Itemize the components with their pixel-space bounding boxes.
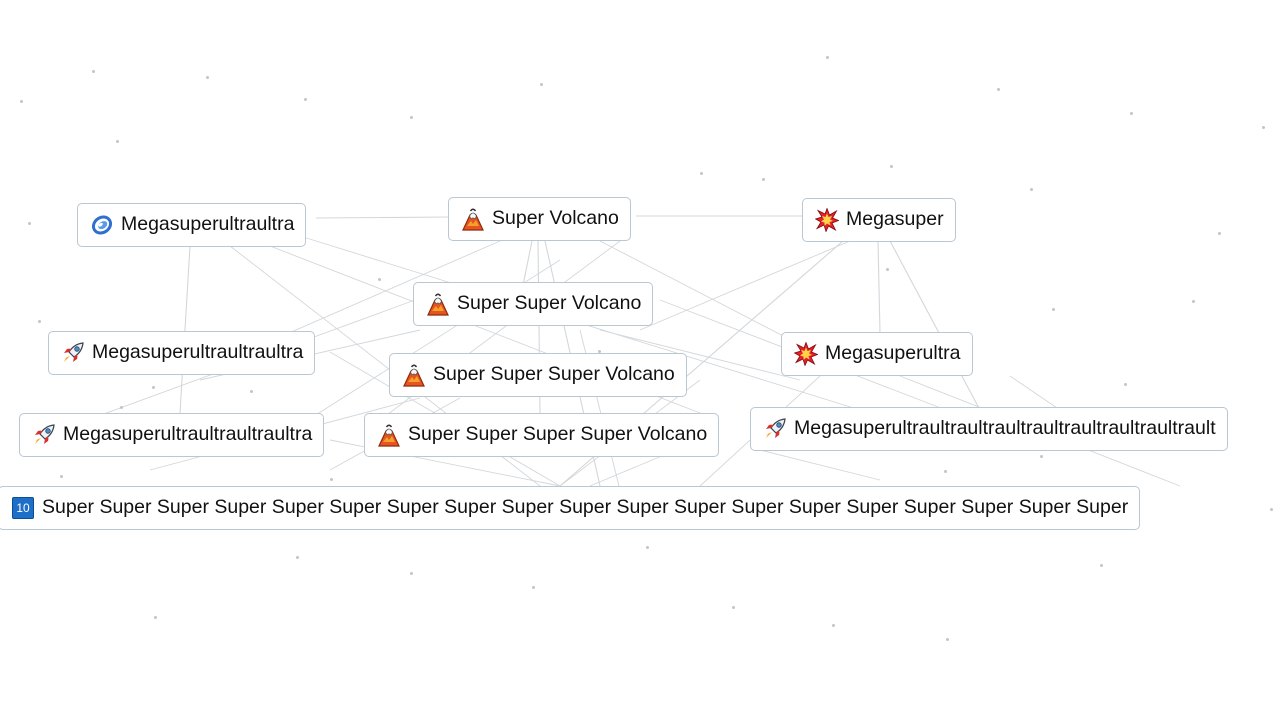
particle-dot	[330, 478, 333, 481]
volcano-icon	[461, 207, 485, 231]
element-label: Megasuperultraultraultra	[92, 341, 304, 364]
particle-dot	[410, 572, 413, 575]
particle-dot	[1124, 383, 1127, 386]
element-label: Super Super Volcano	[457, 292, 642, 315]
keycap-10-icon: 10	[11, 496, 35, 520]
particle-dot	[20, 100, 23, 103]
connection-line	[759, 449, 881, 481]
element-label: Super Volcano	[492, 207, 619, 230]
element-super-super-super-super-volcano[interactable]: Super Super Super Super Volcano	[364, 413, 720, 457]
element-megasuperultra[interactable]: Megasuperultra	[781, 332, 973, 376]
particle-dot	[732, 606, 735, 609]
element-super-volcano[interactable]: Super Volcano	[448, 197, 631, 241]
dizzy-swirl-icon	[90, 213, 114, 237]
particle-dot	[886, 268, 889, 271]
connection-line	[877, 240, 881, 334]
element-label: Megasuperultra	[825, 342, 961, 365]
connection-line	[315, 216, 451, 219]
particle-dot	[1218, 232, 1221, 235]
particle-dot	[152, 386, 155, 389]
element-label: Super Super Super Super Super Super Supe…	[42, 496, 1129, 519]
particle-dot	[946, 638, 949, 641]
volcano-icon	[402, 363, 426, 387]
particle-dot	[826, 56, 829, 59]
particle-dot	[116, 140, 119, 143]
element-megasuperultraultraultraultra[interactable]: Megasuperultraultraultraultra	[19, 413, 325, 457]
connection-line	[599, 329, 801, 381]
particle-dot	[997, 88, 1000, 91]
connection-line	[639, 240, 851, 331]
particle-dot	[1030, 188, 1033, 191]
collision-icon	[794, 342, 818, 366]
element-megasuperultraultraultraultraultraultraultraultrault[interactable]: Megasuperultraultraultraultraultraultrau…	[750, 407, 1228, 451]
element-super-super-super-volcano[interactable]: Super Super Super Volcano	[389, 353, 687, 397]
particle-dot	[154, 616, 157, 619]
particle-dot	[944, 470, 947, 473]
rocket-icon	[32, 423, 56, 447]
particle-dot	[1270, 508, 1273, 511]
particle-dot	[410, 116, 413, 119]
connection-line	[179, 245, 191, 414]
particle-dot	[92, 70, 95, 73]
element-megasuperultraultraultra[interactable]: Megasuperultraultraultra	[48, 331, 316, 375]
particle-dot	[1052, 308, 1055, 311]
particle-dot	[120, 406, 123, 409]
particle-dot	[378, 278, 381, 281]
collision-icon	[815, 208, 839, 232]
element-label: Megasuperultraultra	[121, 213, 295, 236]
connection-line	[889, 240, 981, 411]
element-super-super-volcano[interactable]: Super Super Volcano	[413, 282, 654, 326]
element-label: Megasuperultraultraultraultra	[63, 423, 313, 446]
particle-dot	[1100, 564, 1103, 567]
particle-dot	[700, 172, 703, 175]
particle-dot	[28, 222, 31, 225]
volcano-icon	[377, 423, 401, 447]
particle-dot	[890, 165, 893, 168]
connection-line	[1009, 375, 1061, 411]
particle-dot	[762, 178, 765, 181]
particle-dot	[1192, 300, 1195, 303]
particle-dot	[296, 556, 299, 559]
particle-dot	[1130, 112, 1133, 115]
element-label: Super Super Super Super Volcano	[408, 423, 708, 446]
element-megasuperultraultra[interactable]: Megasuperultraultra	[77, 203, 307, 247]
element-super-x19[interactable]: 10 Super Super Super Super Super Super S…	[0, 486, 1141, 530]
particle-dot	[206, 76, 209, 79]
element-label: Super Super Super Volcano	[433, 363, 675, 386]
particle-dot	[532, 586, 535, 589]
particle-dot	[304, 98, 307, 101]
particle-dot	[540, 83, 543, 86]
particle-dot	[60, 475, 63, 478]
particle-dot	[646, 546, 649, 549]
element-label: Megasuperultraultraultraultraultraultrau…	[794, 417, 1216, 440]
particle-dot	[250, 390, 253, 393]
particle-dot	[1262, 126, 1265, 129]
keycap-10-label: 10	[12, 497, 34, 519]
rocket-icon	[61, 341, 85, 365]
element-label: Megasuper	[846, 208, 944, 231]
particle-dot	[1040, 455, 1043, 458]
particle-dot	[832, 624, 835, 627]
element-megasuper[interactable]: Megasuper	[802, 198, 956, 242]
volcano-icon	[426, 292, 450, 316]
particle-dot	[598, 350, 601, 353]
rocket-icon	[763, 417, 787, 441]
particle-dot	[38, 320, 41, 323]
